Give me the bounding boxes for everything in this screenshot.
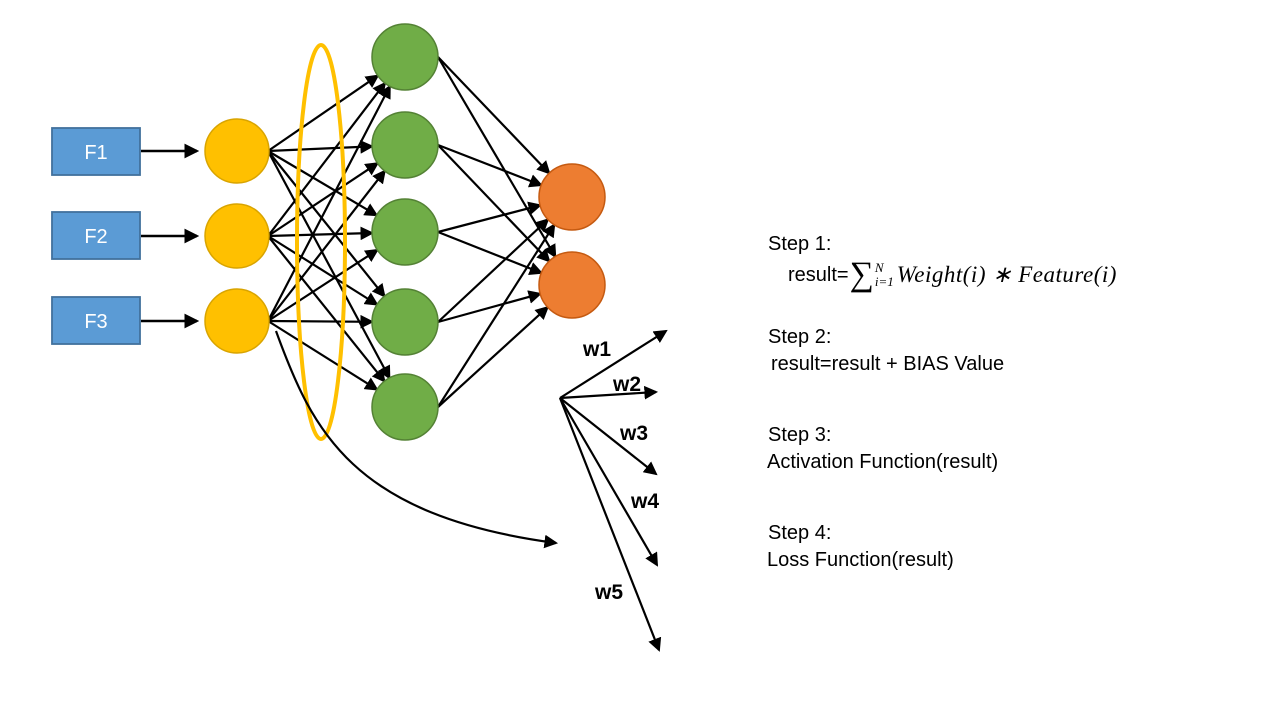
weight-arrow-w5 bbox=[558, 397, 662, 652]
formula-prefix: result= bbox=[788, 263, 849, 286]
weight-label-w5: w5 bbox=[594, 581, 623, 604]
input-node-1 bbox=[204, 118, 270, 184]
weight-labels: w1 w2 w3 w4 w5 bbox=[582, 338, 659, 604]
output-node-1 bbox=[538, 163, 606, 231]
output-layer bbox=[538, 163, 606, 319]
formula-body: Weight(i) ∗ Feature(i) bbox=[896, 262, 1117, 287]
feature-input-arrows bbox=[141, 143, 200, 329]
weight-arrow-w3 bbox=[559, 397, 658, 476]
feature-box-f2 bbox=[51, 211, 141, 260]
step-1-formula: result= ∑ N i=1 Weight(i) ∗ Feature(i) bbox=[788, 258, 1117, 292]
hidden-node-5 bbox=[371, 373, 439, 441]
feature-box-f1 bbox=[51, 127, 141, 176]
weight-label-w3: w3 bbox=[619, 422, 648, 445]
hidden-layer bbox=[371, 23, 439, 441]
feature-boxes bbox=[51, 127, 141, 345]
input-layer bbox=[204, 118, 270, 354]
weight-arrow-w4 bbox=[559, 397, 659, 567]
formula-sum-limits: N i=1 bbox=[875, 261, 894, 288]
bias-curve-arrow bbox=[274, 330, 559, 549]
weight-fan bbox=[558, 329, 668, 652]
hidden-node-1 bbox=[371, 23, 439, 91]
weight-label-w2: w2 bbox=[612, 373, 641, 396]
weight-arrow-w1 bbox=[559, 329, 668, 399]
feature-box-f3 bbox=[51, 296, 141, 345]
feature-box-label-f3: F3 bbox=[84, 311, 107, 333]
layer-highlight-ellipse bbox=[295, 43, 347, 441]
formula-lower-limit: i=1 bbox=[874, 274, 894, 289]
formula-sigma-symbol: ∑ bbox=[849, 256, 874, 293]
hidden-node-3 bbox=[371, 198, 439, 266]
step-4-body: Loss Function(result) bbox=[767, 549, 954, 571]
output-node-2 bbox=[538, 251, 606, 319]
feature-box-label-f1: F1 bbox=[84, 142, 107, 164]
weight-label-w1: w1 bbox=[582, 338, 611, 361]
step-1-title: Step 1: bbox=[768, 233, 832, 255]
step-3-body: Activation Function(result) bbox=[767, 451, 999, 473]
feature-box-label-f2: F2 bbox=[84, 226, 107, 248]
input-hidden-connections bbox=[267, 74, 391, 391]
weight-arrow-w2 bbox=[559, 385, 659, 400]
weight-label-w4: w4 bbox=[630, 490, 659, 513]
input-node-2 bbox=[204, 203, 270, 269]
hidden-node-4 bbox=[371, 288, 439, 356]
formula-upper-limit: N bbox=[874, 260, 884, 276]
step-2-body: result=result + BIAS Value bbox=[771, 353, 1005, 375]
input-node-3 bbox=[204, 288, 270, 354]
hidden-output-connections bbox=[437, 56, 557, 408]
step-3-title: Step 3: bbox=[768, 424, 832, 446]
step-2-title: Step 2: bbox=[768, 326, 832, 348]
step-4-title: Step 4: bbox=[768, 522, 832, 544]
hidden-node-2 bbox=[371, 111, 439, 179]
feature-box-labels: F1 F2 F3 bbox=[84, 142, 107, 333]
